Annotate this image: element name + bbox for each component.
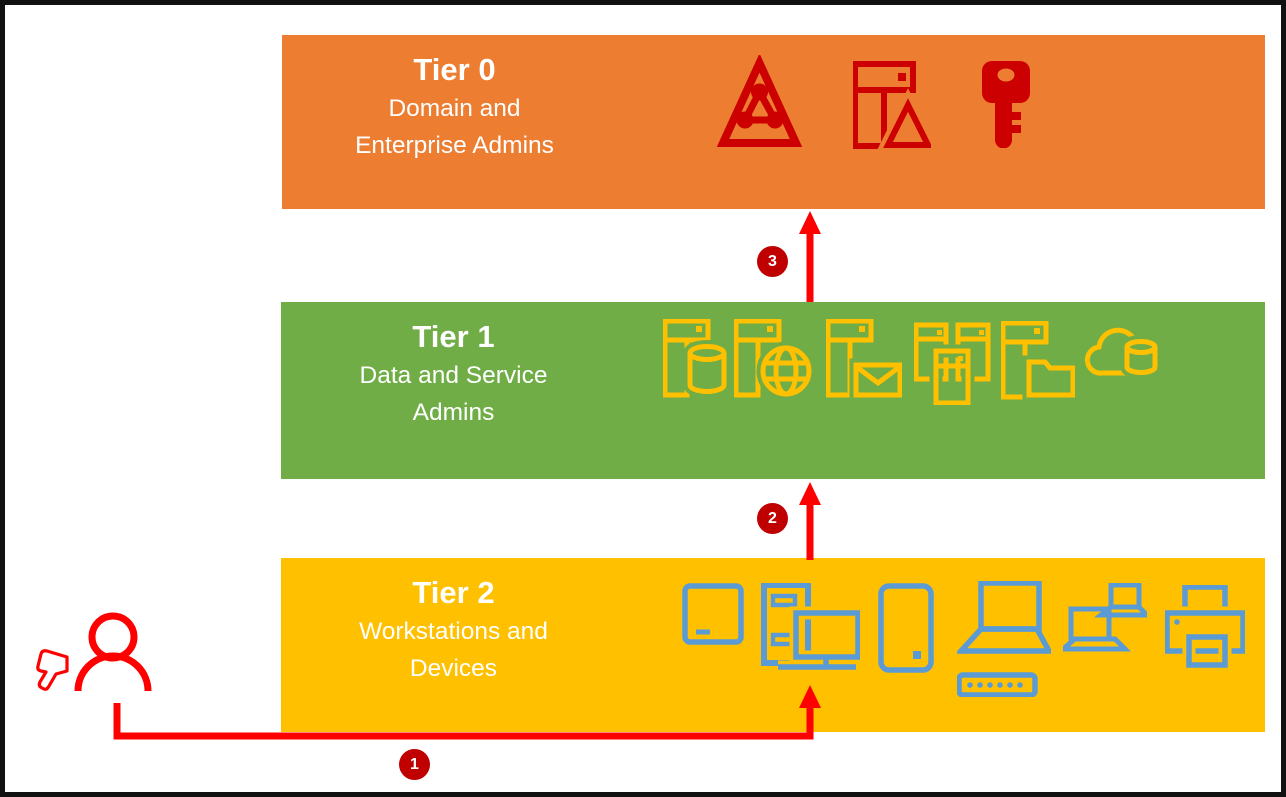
tier0-band: Tier 0 Domain and Enterprise Admins	[282, 35, 1265, 209]
tier2-title: Tier 2	[412, 575, 495, 610]
tier1-subtitle-line2: Admins	[412, 399, 495, 426]
mail-server-icon	[826, 319, 902, 401]
server-cluster-icon	[914, 321, 992, 405]
tier0-subtitle-line2: Enterprise Admins	[355, 132, 554, 159]
printer-icon	[1165, 585, 1245, 669]
attacker-user-icon	[65, 605, 165, 697]
mobile-phone-icon	[877, 583, 935, 673]
step-2-number: 2	[768, 509, 777, 527]
tier2-text: Tier 2 Workstations and Devices	[281, 573, 626, 687]
tier0-subtitle-line1: Domain and	[388, 95, 521, 122]
web-server-icon	[734, 319, 812, 401]
tier2-subtitle-line2: Devices	[409, 655, 498, 682]
database-server-icon	[663, 319, 727, 401]
tier0-text: Tier 0 Domain and Enterprise Admins	[282, 50, 627, 164]
desktop-pc-icon	[758, 583, 860, 671]
tier1-subtitle-line1: Data and Service	[359, 362, 548, 389]
step-badge-3: 3	[757, 246, 788, 277]
step-1-number: 1	[410, 755, 419, 773]
tier0-title: Tier 0	[413, 52, 496, 87]
cloud-database-icon	[1084, 321, 1162, 383]
tier1-text: Tier 1 Data and Service Admins	[281, 317, 626, 431]
thumbs-down-icon	[27, 647, 71, 693]
domain-controller-server-icon	[853, 61, 931, 149]
active-directory-icon	[717, 55, 802, 150]
tablet-icon	[681, 582, 745, 646]
tier1-title: Tier 1	[412, 319, 495, 354]
step-badge-2: 2	[757, 503, 788, 534]
laptop-with-dock-icon	[957, 581, 1051, 697]
laptops-icon	[1063, 583, 1147, 653]
file-server-icon	[1001, 321, 1075, 401]
tier2-subtitle-line1: Workstations and	[359, 618, 548, 645]
step-3-number: 3	[768, 252, 777, 270]
credential-key-icon	[977, 60, 1031, 148]
step-badge-1: 1	[399, 749, 430, 780]
